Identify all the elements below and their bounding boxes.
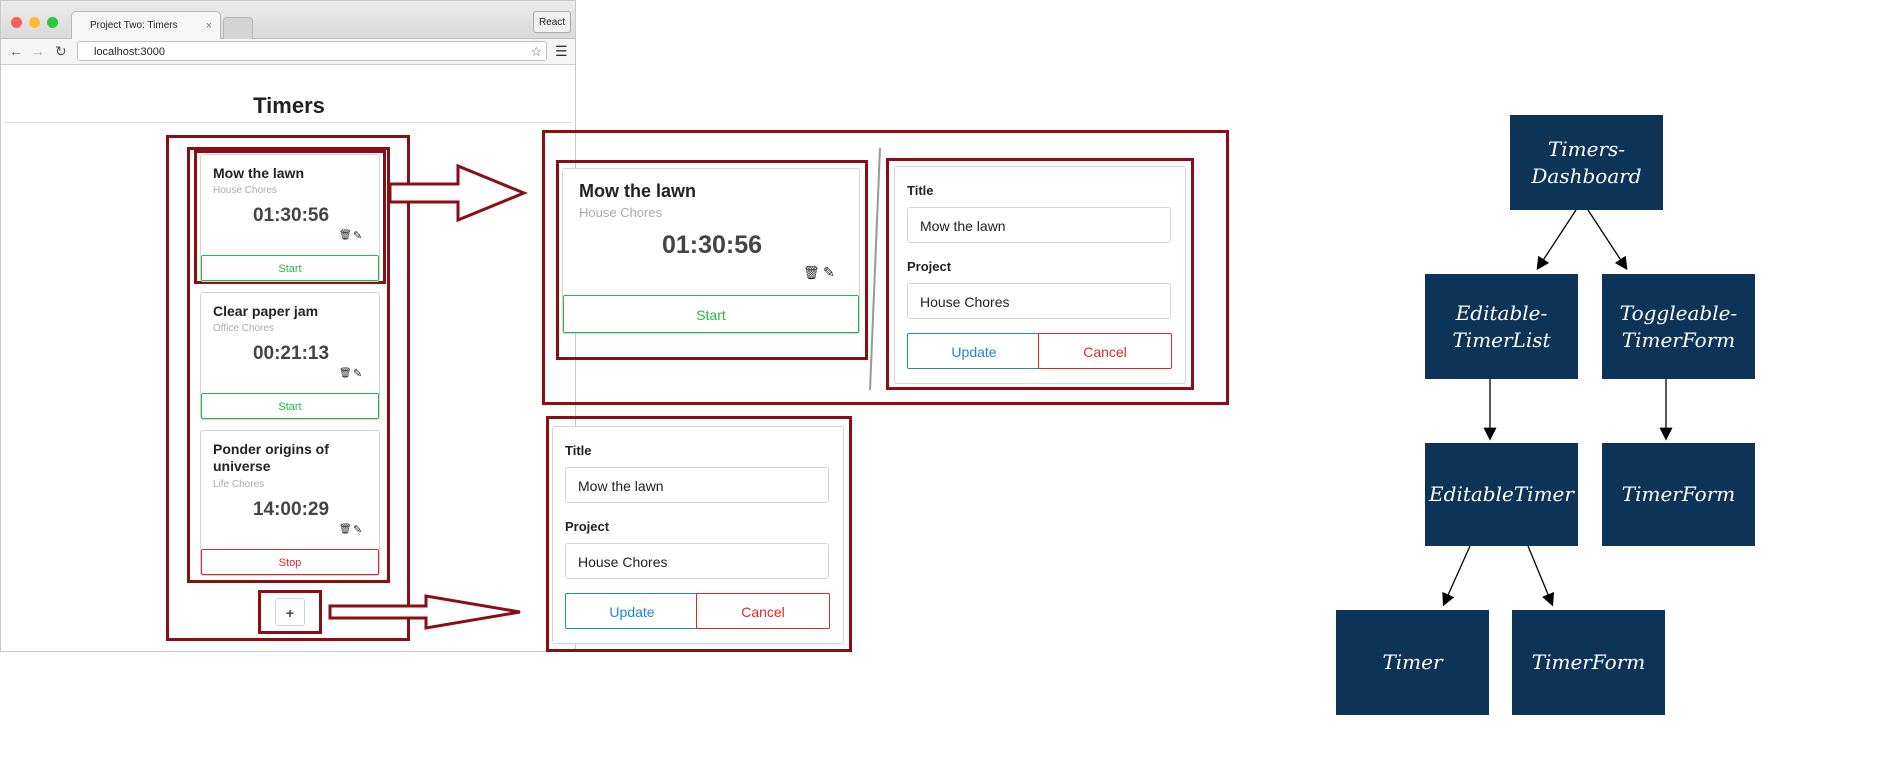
update-button[interactable]: Update — [907, 333, 1041, 369]
title-input[interactable]: Mow the lawn — [565, 467, 829, 503]
timer-project: Life Chores — [213, 479, 265, 490]
edit-icon[interactable]: ✎ — [353, 368, 363, 380]
browser-tab[interactable]: Project Two: Timers × — [71, 11, 221, 39]
forward-arrow-icon[interactable]: → — [31, 43, 45, 59]
dashboard-annotation-box — [166, 135, 410, 641]
node-toggleable-timer-form: Toggleable-TimerForm — [1602, 274, 1755, 379]
node-label: Editable- — [1455, 300, 1548, 325]
title-label: Title — [565, 443, 592, 458]
title-label: Title — [907, 183, 934, 198]
trash-icon[interactable]: 🗑 — [339, 368, 352, 379]
timer-elapsed: 14:00:29 — [252, 499, 330, 520]
tab-close-icon[interactable]: × — [205, 20, 212, 32]
timer-form-create: Title Mow the lawn Project House Chores … — [552, 426, 844, 644]
timer-form-edit: Title Mow the lawn Project House Chores … — [894, 166, 1186, 384]
browser-titlebar: Project Two: Timers × React — [1, 1, 575, 39]
start-button[interactable]: Start — [201, 255, 379, 281]
node-timers-dashboard: Timers-Dashboard — [1510, 115, 1663, 210]
timer-title: Ponder origins of universe — [213, 441, 329, 474]
node-editable-timer: EditableTimer — [1425, 443, 1578, 546]
timer-view-annotation-box — [556, 160, 868, 360]
node-label: Dashboard — [1531, 163, 1642, 188]
back-arrow-icon[interactable]: ← — [9, 43, 23, 59]
tab-title: Project Two: Timers — [90, 20, 178, 31]
page-title: Timers — [253, 93, 325, 118]
toggle-divider — [869, 147, 881, 391]
node-timer-form-child: TimerForm — [1512, 610, 1665, 715]
edit-icon[interactable]: ✎ — [353, 524, 363, 536]
tree-connectors — [1442, 209, 1673, 607]
node-label: Timer — [1382, 650, 1443, 674]
timer-card: Mow the lawn House Chores 01:30:56 🗑 ✎ S… — [200, 154, 380, 282]
react-devtools-button[interactable]: React — [533, 11, 571, 33]
editable-timer-annotation-box — [194, 150, 386, 284]
start-button[interactable]: Start — [201, 393, 379, 419]
stop-button[interactable]: Stop — [201, 549, 379, 575]
timer-elapsed: 01:30:56 — [252, 205, 330, 226]
timer-project: House Chores — [579, 205, 663, 220]
timer-list-annotation-box — [187, 147, 390, 583]
node-label: EditableTimer — [1429, 482, 1574, 506]
trash-icon[interactable]: 🗑 — [339, 524, 352, 535]
project-input[interactable]: House Chores — [907, 283, 1171, 319]
reload-icon[interactable]: ↻ — [55, 43, 67, 59]
browser-toolbar: ← → ↻ localhost:3000 ☆ ☰ — [1, 39, 575, 65]
address-bar[interactable]: localhost:3000 ☆ — [77, 41, 547, 61]
minimize-window-icon[interactable] — [29, 17, 40, 28]
add-timer-button[interactable]: + — [275, 598, 305, 626]
update-button[interactable]: Update — [565, 593, 699, 629]
timer-form-annotation-box — [886, 158, 1194, 390]
expand-arrow-upper — [388, 163, 528, 223]
node-editable-timer-list: Editable-TimerList — [1425, 274, 1578, 379]
timer-card: Ponder origins of universe Life Chores 1… — [200, 430, 380, 576]
node-label: TimerList — [1452, 327, 1551, 352]
expand-arrow-lower — [328, 594, 521, 630]
url-text: localhost:3000 — [94, 46, 165, 58]
timer-title: Clear paper jam — [213, 303, 319, 319]
project-label: Project — [907, 259, 952, 274]
trash-icon[interactable]: 🗑 — [339, 230, 352, 241]
edit-icon[interactable]: ✎ — [823, 264, 835, 280]
cancel-button[interactable]: Cancel — [696, 593, 830, 629]
start-button[interactable]: Start — [563, 295, 859, 333]
node-label: TimerForm — [1531, 650, 1646, 674]
editable-timer-detail-annotation-box — [542, 130, 1229, 405]
timer-card-detail: Mow the lawn House Chores 01:30:56 🗑 ✎ S… — [562, 168, 860, 334]
toggle-form-annotation-box — [258, 590, 322, 634]
browser-menu-icon[interactable]: ☰ — [555, 43, 568, 59]
maximize-window-icon[interactable] — [47, 17, 58, 28]
timer-title: Mow the lawn — [213, 165, 304, 181]
cancel-button[interactable]: Cancel — [1038, 333, 1172, 369]
new-tab-button[interactable] — [223, 17, 253, 39]
timer-card: Clear paper jam Office Chores 00:21:13 🗑… — [200, 292, 380, 420]
timer-elapsed: 00:21:13 — [252, 343, 330, 364]
project-input[interactable]: House Chores — [565, 543, 829, 579]
node-label: TimerForm — [1621, 327, 1736, 352]
timer-project: Office Chores — [213, 323, 274, 334]
bookmark-star-icon[interactable]: ☆ — [530, 44, 542, 59]
close-window-icon[interactable] — [11, 17, 22, 28]
trash-icon[interactable]: 🗑 — [803, 265, 820, 280]
title-input[interactable]: Mow the lawn — [907, 207, 1171, 243]
timer-title: Mow the lawn — [579, 181, 696, 201]
node-timer-form: TimerForm — [1602, 443, 1755, 546]
node-label: Timers- — [1547, 136, 1626, 161]
node-timer: Timer — [1336, 610, 1489, 715]
divider — [5, 122, 573, 123]
project-label: Project — [565, 519, 610, 534]
edit-icon[interactable]: ✎ — [353, 230, 363, 242]
timer-project: House Chores — [213, 185, 277, 196]
node-label: Toggleable- — [1619, 300, 1738, 325]
node-label: TimerForm — [1621, 482, 1736, 506]
timer-elapsed: 01:30:56 — [661, 231, 763, 259]
create-form-annotation-box — [546, 416, 852, 652]
